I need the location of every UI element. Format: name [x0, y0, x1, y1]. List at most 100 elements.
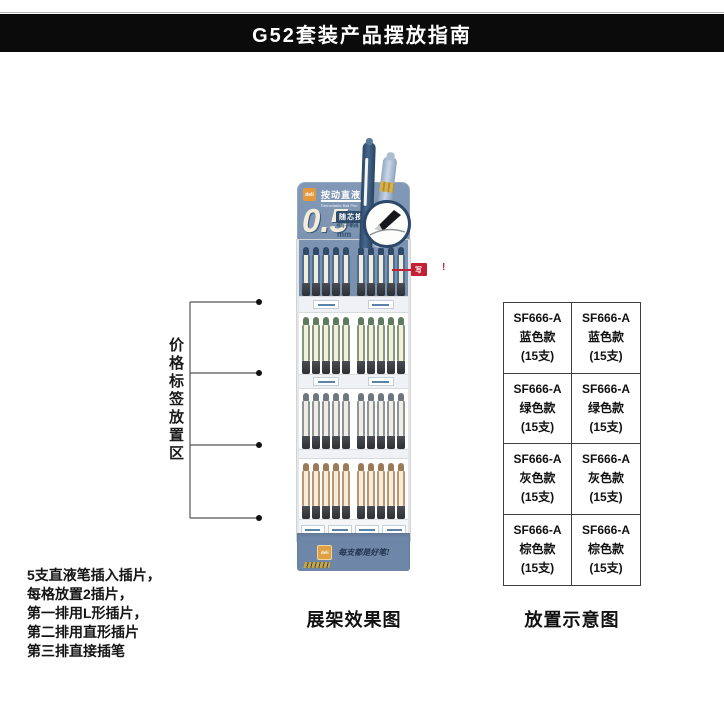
pen-green	[322, 316, 330, 374]
pen-group	[301, 462, 351, 519]
top-divider	[0, 12, 724, 13]
deli-logo: deli	[303, 188, 316, 201]
test-pen-badge: 试写笔	[411, 257, 427, 284]
feature-badge: 随芯按	[336, 211, 366, 223]
test-pen-mark: !	[442, 262, 446, 273]
cell-variant: 蓝色款	[519, 330, 556, 345]
cell-variant: 绿色款	[587, 400, 624, 415]
cell-model: SF666-A	[581, 381, 631, 396]
pen-blue	[357, 247, 365, 296]
title-bar: G52套装产品摆放指南	[0, 14, 724, 52]
feature-subtext: 书写不断线	[336, 223, 359, 228]
pen-green	[302, 316, 310, 374]
table-caption: 放置示意图	[524, 610, 620, 630]
pen-brown	[302, 462, 310, 519]
pen-brown	[377, 462, 385, 519]
shelf-label-chip	[313, 300, 340, 309]
callout-line	[392, 269, 413, 271]
pen-green	[332, 316, 340, 374]
cell-variant: 灰色款	[519, 471, 556, 486]
shelf-label-chip	[367, 300, 394, 309]
pen-blue	[377, 247, 385, 296]
rack-caption: 展架效果图	[306, 610, 402, 630]
pen-green	[367, 316, 375, 374]
price-label-area-label: 价格标签放置区	[167, 337, 184, 463]
pen-group	[301, 392, 351, 449]
pen-gray	[312, 392, 320, 449]
instruction-line: 第一排用L形插片，	[27, 605, 148, 621]
product-name: 按动直液笔	[321, 190, 372, 200]
cell-variant: 蓝色款	[587, 330, 624, 345]
pen-gray	[357, 392, 365, 449]
pen-green	[312, 316, 320, 374]
table-cell: SF666-A 棕色款 (15支)	[504, 514, 572, 585]
pen-row-green	[299, 313, 408, 374]
pen-gray	[397, 392, 405, 449]
pen-group	[301, 247, 351, 296]
cell-qty: (15支)	[520, 349, 555, 364]
pen-brown	[357, 462, 365, 519]
pen-green	[397, 316, 405, 374]
pen-clip	[363, 157, 369, 206]
pen-brown	[332, 462, 340, 519]
pen-green	[377, 316, 385, 374]
pen-group	[356, 462, 406, 519]
pen-group	[356, 316, 406, 374]
cell-model: SF666-A	[513, 452, 562, 467]
placement-table: SF666-A 蓝色款 (15支) SF666-A 蓝色款 (15支) SF66…	[503, 302, 641, 586]
cell-model: SF666-A	[513, 381, 562, 396]
cell-variant: 棕色款	[587, 542, 624, 557]
pen-brown	[367, 462, 375, 519]
cell-model: SF666-A	[513, 523, 562, 538]
deli-logo: deli	[317, 544, 333, 560]
cell-qty: (15支)	[589, 349, 623, 364]
instruction-line: 每格放置2插片，	[27, 586, 133, 602]
cell-model: SF666-A	[581, 311, 631, 326]
pen-blue	[322, 247, 330, 296]
pen-row-blue	[299, 240, 408, 296]
table-cell: SF666-A 蓝色款 (15支)	[504, 303, 572, 374]
pen-group	[301, 316, 351, 374]
shelf-label-chip	[367, 377, 394, 386]
page-title: G52套装产品摆放指南	[252, 24, 472, 47]
tip-unit: mm	[337, 230, 352, 239]
shelf-strip	[299, 374, 408, 389]
pen-button	[386, 151, 396, 161]
cell-qty: (15支)	[520, 561, 555, 576]
table-cell: SF666-A 灰色款 (15支)	[572, 444, 640, 515]
pen-blue	[312, 247, 320, 296]
cell-qty: (15支)	[589, 490, 623, 505]
pen-blue	[302, 247, 310, 296]
pen-blue	[332, 247, 340, 296]
instruction-line: 5支直液笔插入插片，	[27, 567, 161, 583]
pen-brown	[397, 462, 405, 519]
pen-gray	[377, 392, 385, 449]
shelf-label-chip	[313, 377, 340, 386]
speed-logo-mark	[303, 562, 331, 568]
price-label-bracket	[189, 299, 262, 521]
shelf-strip	[299, 449, 408, 459]
pen-blue	[342, 247, 350, 296]
pen-row-brown	[299, 459, 408, 519]
table-cell: SF666-A 绿色款 (15支)	[572, 374, 640, 444]
table-cell: SF666-A 绿色款 (15支)	[504, 373, 572, 444]
instructions-block: 5支直液笔插入插片， 每格放置2插片， 第一排用L形插片， 第二排用直形插片 第…	[27, 566, 161, 661]
pen-group	[356, 247, 406, 296]
pen-blue	[367, 247, 375, 296]
pen-gray	[322, 392, 330, 449]
pen-brown	[312, 462, 320, 519]
cell-qty: (15支)	[520, 490, 555, 505]
rack-shelves	[297, 240, 410, 541]
table-cell: SF666-A 蓝色款 (15支)	[572, 303, 640, 374]
pen-blue	[387, 247, 395, 296]
pen-brown	[387, 462, 395, 519]
instruction-line: 第三排直接插笔	[27, 643, 125, 659]
cell-model: SF666-A	[513, 311, 562, 326]
pen-green	[342, 316, 350, 374]
pen-brown	[322, 462, 330, 519]
cell-variant: 棕色款	[519, 542, 556, 557]
instruction-line: 第二排用直形插片	[27, 624, 139, 640]
nib-inset-circle	[363, 200, 411, 248]
pen-green	[387, 316, 395, 374]
